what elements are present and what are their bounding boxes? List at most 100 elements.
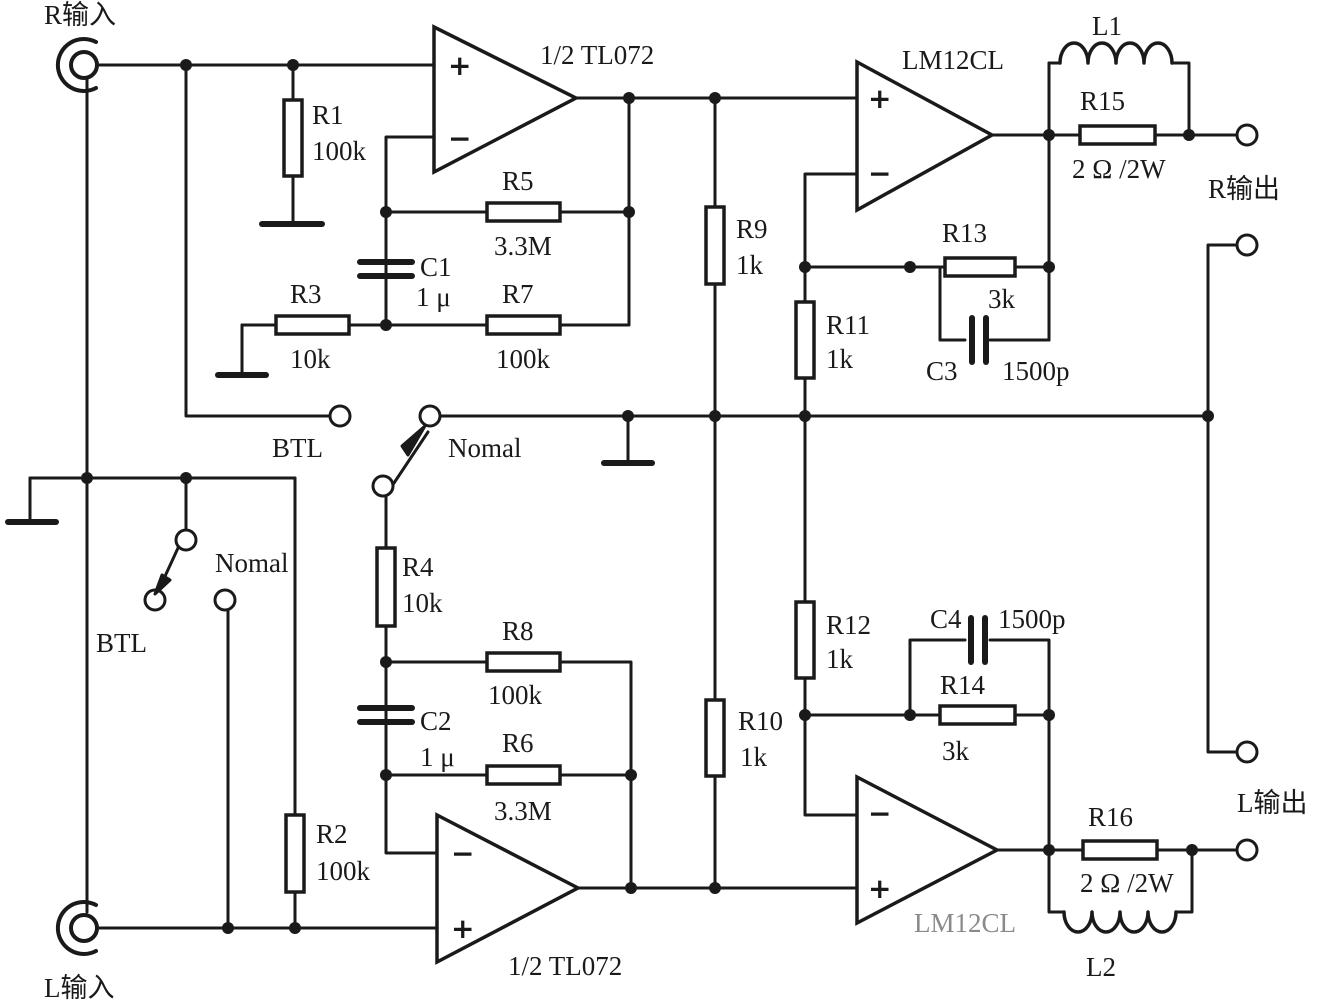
u4-minus-sign: − xyxy=(868,797,891,830)
r6-value: 3.3M xyxy=(494,796,552,826)
r-out-ground-terminal xyxy=(1235,233,1259,257)
r9-body xyxy=(704,205,726,286)
r5-body xyxy=(485,201,562,223)
r10-ref: R10 xyxy=(738,706,783,736)
r13-value: 3k xyxy=(988,284,1016,314)
c1-ref: C1 xyxy=(420,252,452,282)
sw1-common xyxy=(174,528,198,552)
r10-body xyxy=(704,698,726,778)
r4-ref: R4 xyxy=(402,552,434,582)
r2-body xyxy=(284,813,306,894)
opamp-u3 xyxy=(855,59,996,213)
r14-body xyxy=(938,704,1017,726)
c4-value: 1500p xyxy=(998,604,1066,634)
l1-ref: L1 xyxy=(1092,11,1122,41)
sw2-btl-contact xyxy=(328,404,352,428)
c2-symbol xyxy=(357,660,415,777)
r8-ref: R8 xyxy=(502,616,534,646)
l-input-jack[interactable] xyxy=(55,900,99,956)
c4-ref: C4 xyxy=(930,604,962,634)
u1-plus-sign: + xyxy=(448,49,471,82)
l-input-label: L输入 xyxy=(44,973,115,1001)
io-labels: R输入 L输入 R输出 L输出 xyxy=(44,0,1308,1001)
r11-ref: R11 xyxy=(826,310,870,340)
u3-label: LM12CL xyxy=(902,45,1004,75)
l2-coil xyxy=(1062,910,1178,934)
l-out-terminal xyxy=(1235,838,1259,862)
r15-ref: R15 xyxy=(1080,86,1125,116)
r8-body xyxy=(485,651,562,673)
r-input-jack[interactable] xyxy=(55,37,99,93)
c2-ref: C2 xyxy=(420,706,452,736)
r15-body xyxy=(1078,124,1157,146)
r-input-label: R输入 xyxy=(44,0,116,30)
sw1-normal-contact xyxy=(213,588,237,612)
inductors xyxy=(1058,41,1178,934)
l-out-ground-terminal xyxy=(1235,740,1259,764)
sw1-arrow-icon xyxy=(153,573,172,596)
r12-ref: R12 xyxy=(826,610,871,640)
r12-body xyxy=(794,600,816,680)
r2-ref: R2 xyxy=(316,819,348,849)
r3-value: 10k xyxy=(290,344,331,374)
r15-value: 2 Ω /2W xyxy=(1072,154,1166,184)
r7-ref: R7 xyxy=(502,279,534,309)
c3-ref: C3 xyxy=(926,356,958,386)
r6-body xyxy=(485,764,562,786)
r1-ref: R1 xyxy=(312,100,344,130)
u1-minus-sign: − xyxy=(448,122,471,155)
amplifier-labels: 1/2 TL072 1/2 TL072 LM12CL LM12CL xyxy=(508,40,1016,981)
u2-label: 1/2 TL072 xyxy=(508,951,622,981)
sw2-btl-label: BTL xyxy=(272,433,323,463)
c2-value: 1 μ xyxy=(420,742,455,772)
r8-value: 100k xyxy=(488,680,543,710)
u3-minus-sign: − xyxy=(868,157,891,190)
r9-value: 1k xyxy=(736,250,764,280)
r5-ref: R5 xyxy=(502,166,534,196)
r12-value: 1k xyxy=(826,644,854,674)
u4-label: LM12CL xyxy=(914,908,1016,938)
r11-value: 1k xyxy=(826,344,854,374)
opamp-u4 xyxy=(855,774,1001,926)
component-labels: R1 100k R2 100k R3 10k R4 10k R5 3.3M R6… xyxy=(290,11,1174,982)
opamp-u1 xyxy=(432,24,580,175)
sw2-arrow-icon xyxy=(400,424,427,457)
r7-value: 100k xyxy=(496,344,551,374)
r4-body xyxy=(375,546,397,628)
c3-symbol xyxy=(969,315,989,365)
r10-value: 1k xyxy=(740,742,768,772)
r2-value: 100k xyxy=(316,856,371,886)
u2-plus-sign: + xyxy=(451,912,474,945)
r6-ref: R6 xyxy=(502,728,534,758)
opamp-u2 xyxy=(435,812,582,965)
c1-symbol xyxy=(357,210,415,327)
r1-value: 100k xyxy=(312,136,367,166)
resistors xyxy=(274,98,1159,894)
r13-body xyxy=(943,256,1017,278)
u3-plus-sign: + xyxy=(868,82,891,115)
r11-body xyxy=(794,300,816,380)
wires xyxy=(28,61,1237,930)
l-output-label: L输出 xyxy=(1237,788,1308,818)
c4-symbol xyxy=(968,615,988,665)
c3-value: 1500p xyxy=(1002,356,1070,386)
ground-symbols xyxy=(5,221,655,525)
c1-value: 1 μ xyxy=(416,282,451,312)
l2-ref: L2 xyxy=(1086,952,1116,982)
r-output-label: R输出 xyxy=(1208,174,1280,204)
r5-value: 3.3M xyxy=(494,231,552,261)
r3-body xyxy=(274,314,351,336)
output-terminals[interactable] xyxy=(1235,123,1259,862)
sw2-normal-label: Nomal xyxy=(448,433,522,463)
switch-terminals[interactable] xyxy=(143,404,442,612)
u1-label: 1/2 TL072 xyxy=(540,40,654,70)
sw1-btl-label: BTL xyxy=(96,628,147,658)
r16-ref: R16 xyxy=(1088,802,1133,832)
u2-minus-sign: − xyxy=(451,837,474,870)
junction-dots xyxy=(81,59,1214,934)
capacitors xyxy=(357,210,989,777)
r-out-terminal xyxy=(1235,123,1259,147)
opamp-signs: + − − + + − − + xyxy=(448,49,891,945)
r3-ref: R3 xyxy=(290,279,322,309)
